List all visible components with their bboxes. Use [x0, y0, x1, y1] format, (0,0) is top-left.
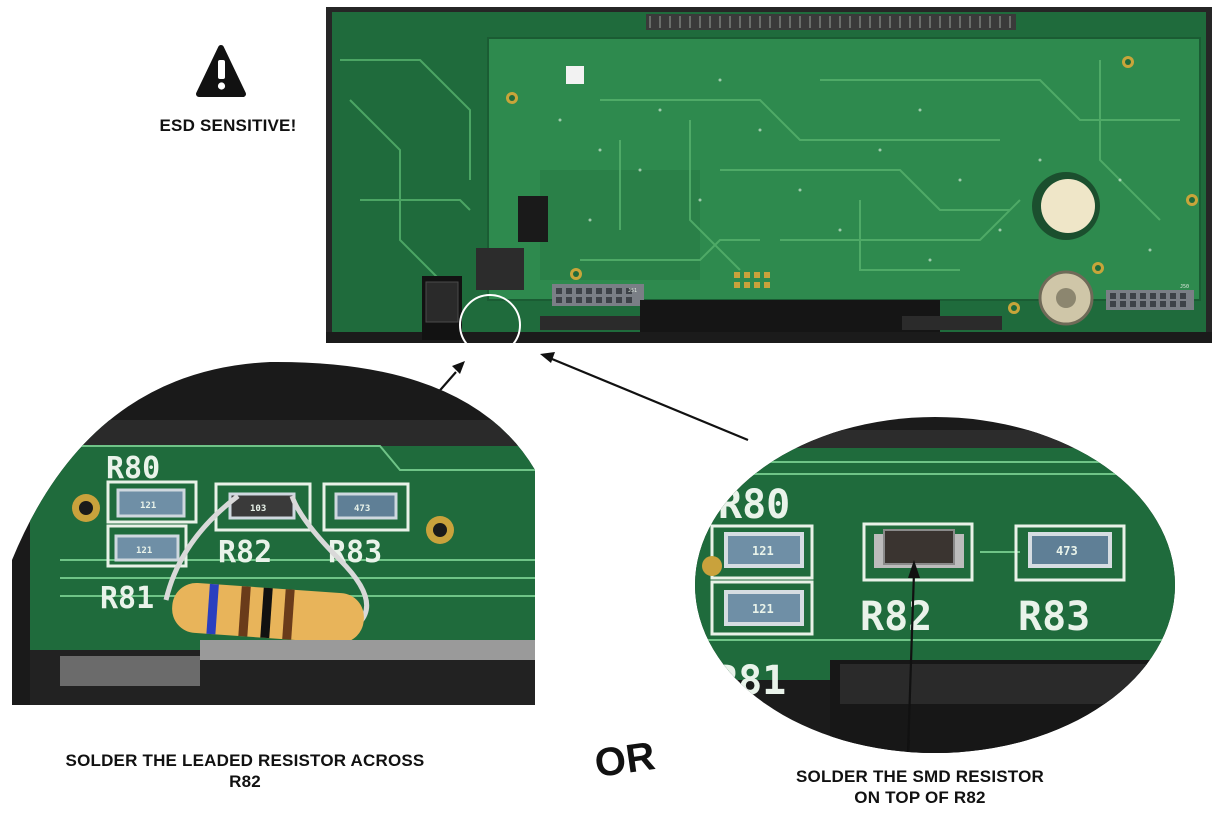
silk-121-d: 121: [752, 602, 774, 616]
silk-r81-right: R81: [714, 658, 786, 704]
silk-r83-right: R83: [1018, 594, 1090, 640]
silk-473: 473: [354, 504, 370, 514]
esd-sensitive-label: ESD SENSITIVE!: [159, 116, 297, 135]
silk-103: 103: [250, 504, 266, 514]
silk-j50: J50: [1180, 284, 1189, 290]
silk-473-b: 473: [1056, 544, 1078, 558]
silk-r83-left: R83: [328, 535, 382, 570]
smd-caption-line2: ON TOP OF R82: [854, 788, 986, 807]
warning-triangle-icon: [196, 45, 246, 97]
silk-j51: J51: [628, 288, 637, 294]
smd-resistor-stacked: [874, 529, 964, 568]
silk-121-b: 121: [136, 546, 152, 556]
leaded-caption-line1: SOLDER THE LEADED RESISTOR ACROSS: [65, 751, 425, 770]
leaded-resistor: [172, 582, 364, 644]
silk-121-a: 121: [140, 501, 156, 511]
silk-r80-right: R80: [718, 482, 790, 528]
main-board: J51 J50: [326, 7, 1212, 356]
leaded-closeup: 121 121 103 473 R80 R81 R82 R83: [12, 361, 535, 705]
smd-resistor-caption: SOLDER THE SMD RESISTOR ON TOP OF R82: [740, 766, 1100, 808]
smd-pointer-arrow-icon: [906, 739, 911, 753]
arrow-to-smd-icon: [540, 352, 749, 442]
silk-121-c: 121: [752, 544, 774, 558]
silk-r82-left: R82: [218, 535, 272, 570]
silk-r80-left: R80: [106, 451, 160, 486]
leaded-resistor-caption: SOLDER THE LEADED RESISTOR ACROSS R82: [10, 750, 480, 792]
smd-closeup: 121 121 473 R80 R81 R82 R83: [695, 417, 1175, 753]
smd-caption-line1: SOLDER THE SMD RESISTOR: [796, 767, 1044, 786]
callout-circle: [459, 294, 521, 356]
silk-r81-left: R81: [100, 581, 154, 616]
leaded-caption-line2: R82: [229, 772, 261, 791]
silk-r82-right: R82: [860, 594, 932, 640]
